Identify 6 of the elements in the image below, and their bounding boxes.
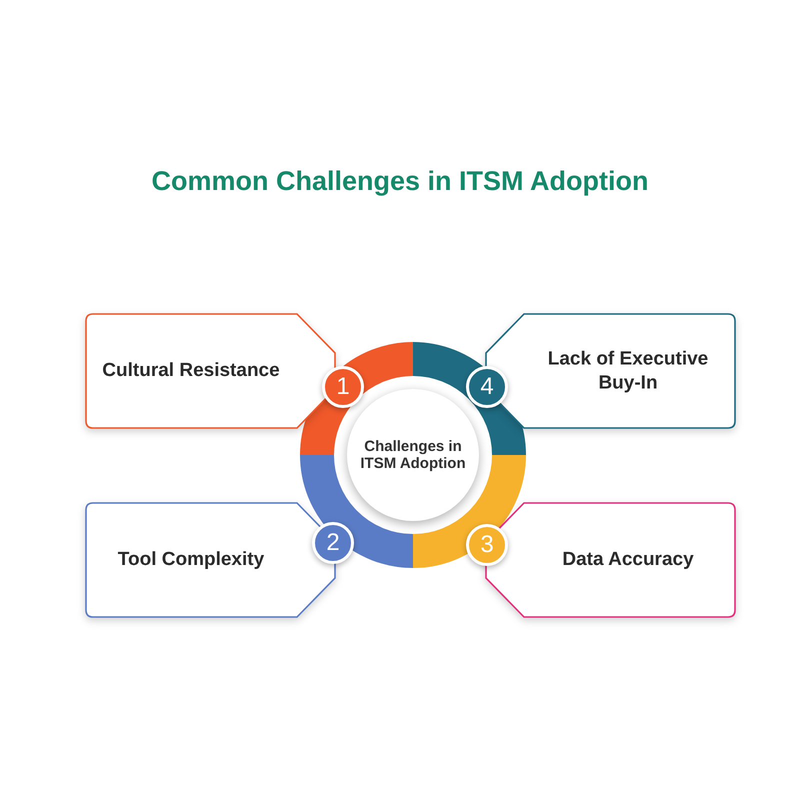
callout-label: Tool Complexity bbox=[116, 548, 266, 572]
center-circle: Challenges in ITSM Adoption bbox=[347, 389, 479, 521]
callout-label: Data Accuracy bbox=[561, 548, 695, 572]
callout-label: Lack of Executive Buy-In bbox=[546, 347, 710, 395]
title: Common Challenges in ITSM Adoption bbox=[150, 166, 650, 197]
callout-label: Cultural Resistance bbox=[101, 359, 281, 383]
